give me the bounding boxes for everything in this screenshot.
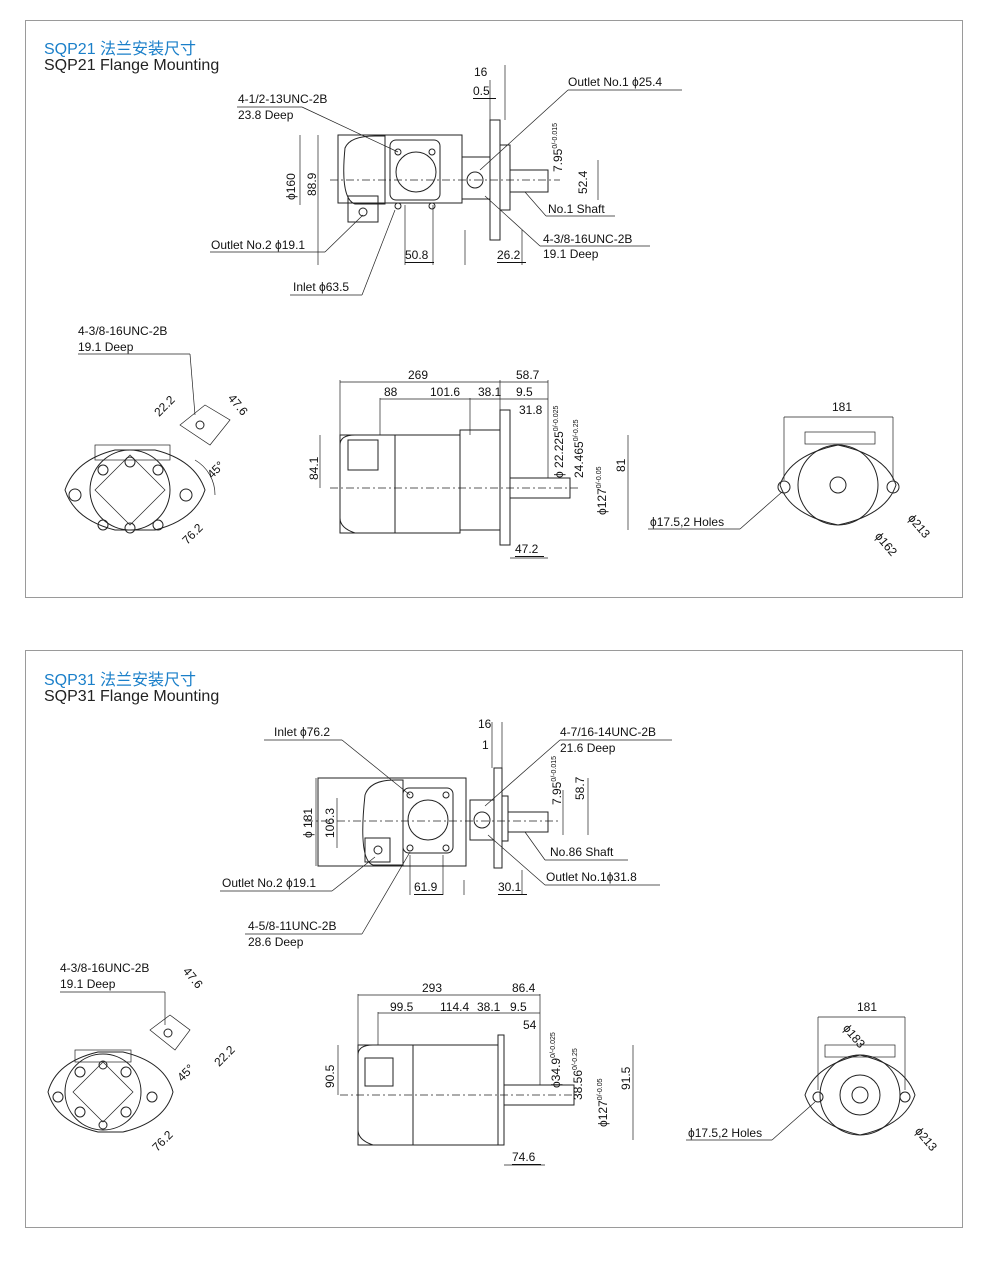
dim-16: 16: [474, 65, 488, 79]
dim-38-1: 38.1: [478, 385, 502, 399]
dim-phi181: ϕ 181: [301, 807, 315, 838]
dim-293: 293: [422, 981, 443, 995]
holes-label: ϕ17.5,2 Holes: [650, 515, 725, 529]
thread-label: 4-1/2-13UNC-2B: [238, 92, 328, 106]
dim-181: 181: [832, 400, 853, 414]
dim-101-6: 101.6: [430, 385, 461, 399]
dim-58-7: 58.7: [573, 776, 587, 800]
flange-thread-label: 4-3/8-16UNC-2B: [60, 961, 150, 975]
flange-thread-depth: 19.1 Deep: [60, 977, 116, 991]
flange-thread-label: 4-3/8-16UNC-2B: [78, 324, 168, 338]
dim-54: 54: [523, 1018, 537, 1032]
sqp21-top-view: [210, 65, 682, 296]
outlet-no1-label: Outlet No.1 ϕ25.4: [568, 75, 663, 89]
dim-0-5: 0.5: [473, 85, 496, 99]
sqp21-side-view: [319, 380, 629, 559]
dim-61-9: 61.9: [414, 881, 444, 895]
sqp31-top-view: [220, 722, 672, 935]
dim-90-5: 90.5: [323, 1064, 337, 1088]
dim-269: 269: [408, 368, 429, 382]
outlet-no2-label: Outlet No.2 ϕ19.1: [211, 238, 306, 252]
dim-9-5: 9.5: [510, 1000, 527, 1014]
sqp31-flange-view: [47, 991, 191, 1133]
sqp31-title-cn: SQP31 法兰安装尺寸: [44, 672, 197, 689]
dim-99-5: 99.5: [390, 1000, 414, 1014]
inlet-label: Inlet ϕ76.2: [274, 725, 331, 739]
dim-91-5: 91.5: [619, 1066, 633, 1090]
dim-58-7: 58.7: [516, 368, 540, 382]
dim-key-width: 7.950/-0.015: [550, 755, 564, 805]
sqp21-flange-view: [64, 353, 231, 534]
sqp21-title-cn: SQP21 法兰安装尺寸: [44, 41, 197, 58]
dim-74-6: 74.6: [512, 1151, 542, 1165]
outlet-no2-label: Outlet No.2 ϕ19.1: [222, 876, 317, 890]
thread-depth-label: 23.8 Deep: [238, 108, 294, 122]
sqp21-title-en: SQP21 Flange Mounting: [44, 57, 220, 74]
thread2-depth-label: 19.1 Deep: [543, 247, 599, 261]
sqp21-front-view: [648, 416, 900, 530]
dim-phi127: ϕ1270/-0.05: [596, 1078, 610, 1127]
dim-114-4: 114.4: [440, 1000, 470, 1014]
dim-1: 1: [482, 738, 489, 752]
dim-16: 16: [478, 717, 492, 731]
dim-9-5: 9.5: [516, 385, 533, 399]
dim-50-8: 50.8: [405, 249, 435, 263]
dim-181: 181: [857, 1000, 878, 1014]
dim-106-3: 106.3: [323, 807, 337, 838]
thread2-label: 4-5/8-11UNC-2B: [248, 919, 337, 933]
thread-label: 4-7/16-14UNC-2B: [560, 725, 657, 739]
inlet-label: Inlet ϕ63.5: [293, 280, 350, 294]
thread2-label: 4-3/8-16UNC-2B: [543, 232, 633, 246]
sqp31-title-en: SQP31 Flange Mounting: [44, 688, 220, 705]
holes-label: ϕ17.5,2 Holes: [688, 1126, 763, 1140]
dim-26-2: 26.2: [497, 249, 527, 263]
dim-88: 88: [384, 385, 398, 399]
dim-38-1: 38.1: [477, 1000, 501, 1014]
dim-86-4: 86.4: [512, 981, 536, 995]
dim-phi34-9: ϕ34.90/-0.025: [549, 1032, 563, 1088]
dim-47-2: 47.2: [515, 543, 545, 557]
thread-depth-label: 21.6 Deep: [560, 741, 616, 755]
dim-31-8: 31.8: [519, 403, 543, 417]
shaft-label: No.1 Shaft: [548, 202, 605, 216]
dim-30-1: 30.1: [498, 881, 528, 895]
outlet-no1-label: Outlet No.1ϕ31.8: [546, 870, 637, 884]
sqp31-panel: [25, 650, 963, 1228]
flange-thread-depth: 19.1 Deep: [78, 340, 134, 354]
sqp31-front-view: [686, 1016, 916, 1141]
dim-38-56: 38.560/-0.25: [571, 1048, 585, 1100]
sqp21-panel: [25, 20, 963, 598]
thread2-depth-label: 28.6 Deep: [248, 935, 304, 949]
sqp31-side-view: [337, 994, 634, 1166]
shaft-label: No.86 Shaft: [550, 845, 614, 859]
